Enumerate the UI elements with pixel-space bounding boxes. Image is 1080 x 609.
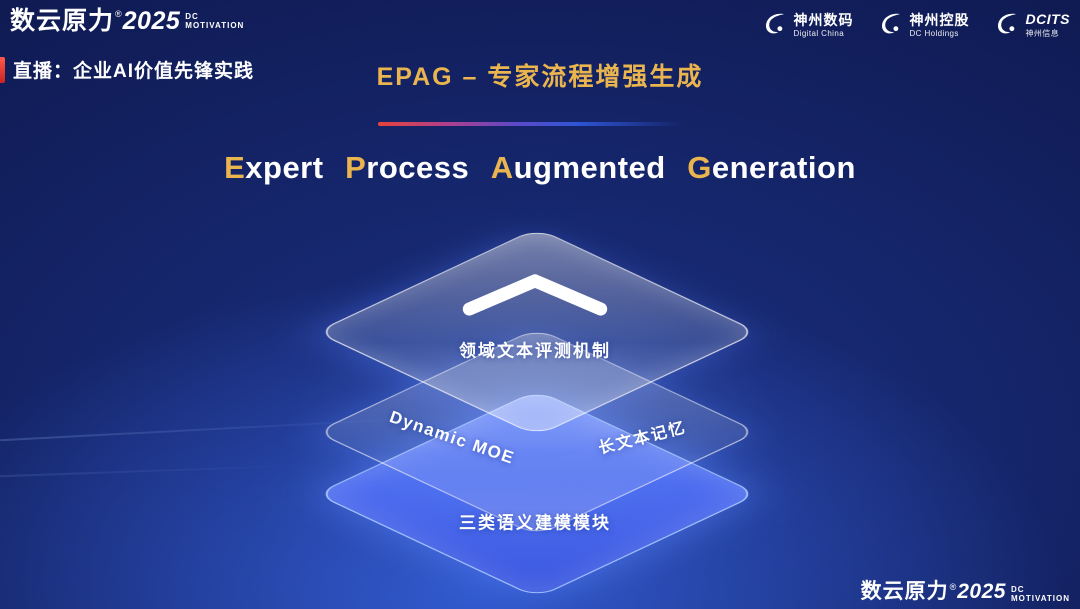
bottom-layer-label: 三类语义建模模块 <box>459 513 611 533</box>
english-subtitle: Expert Process Augmented Generation <box>0 150 1080 186</box>
brand-name: 数云原力 <box>860 579 949 603</box>
brand-tagline: DC MOTIVATION <box>185 12 244 30</box>
logo-subtitle: DC Holdings <box>909 28 959 38</box>
brand-logo-bottom-right: 数云原力 ® 2025 DC MOTIVATION <box>860 579 1070 603</box>
logo-name: 神州数码 <box>793 12 854 29</box>
logo-text: DCITS 神州信息 <box>1025 11 1071 38</box>
swoosh-icon <box>994 10 1020 41</box>
registered-mark: ® <box>115 9 122 19</box>
partner-logos: 神州数码 Digital China 神州控股 DC Holdings DCIT… <box>762 10 1071 41</box>
brand-name: 数云原力 <box>10 7 115 35</box>
word-rest: xpert <box>245 150 324 185</box>
brand-year: 2025 <box>122 7 181 35</box>
logo-name: 神州控股 <box>909 12 970 29</box>
word-initial: A <box>490 150 514 185</box>
light-streak <box>0 464 300 478</box>
logo-subtitle: 神州信息 <box>1025 28 1060 38</box>
word-rest: rocess <box>366 150 470 185</box>
gradient-divider <box>378 122 683 126</box>
page-title: EPAG – 专家流程增强生成 <box>376 63 704 91</box>
subtitle-word: Generation <box>687 150 856 185</box>
logo-text: 神州数码 Digital China <box>793 12 854 38</box>
logo-subtitle: Digital China <box>793 28 845 38</box>
live-banner: 直播：企业AI价值先锋实践 <box>0 56 254 83</box>
logo-text: 神州控股 DC Holdings <box>909 12 970 38</box>
word-initial: E <box>224 150 246 185</box>
logo-dc-holdings: 神州控股 DC Holdings <box>878 10 970 41</box>
swoosh-icon <box>878 10 904 41</box>
word-rest: ugmented <box>513 150 666 185</box>
logo-dcits: DCITS 神州信息 <box>994 10 1071 41</box>
brand-tag-line2: MOTIVATION <box>1010 593 1070 603</box>
brand-logo-top-left: 数云原力 ® 2025 DC MOTIVATION <box>10 7 244 35</box>
word-initial: G <box>687 150 712 185</box>
brand-year: 2025 <box>957 579 1006 603</box>
brand-tag-line1: DC <box>1010 584 1025 594</box>
brand-tag-line1: DC <box>185 12 199 21</box>
word-initial: P <box>345 150 367 185</box>
subtitle-word: Augmented <box>491 150 666 185</box>
chevron-up-icon <box>460 270 610 318</box>
brand-tag-line2: MOTIVATION <box>185 21 245 31</box>
top-layer-label: 领域文本评测机制 <box>459 341 611 361</box>
subtitle-word: Process <box>345 150 469 185</box>
word-rest: eneration <box>711 150 856 185</box>
registered-mark: ® <box>949 581 957 592</box>
swoosh-icon <box>762 10 788 41</box>
logo-digital-china: 神州数码 Digital China <box>762 10 854 41</box>
live-label: 直播：企业AI价值先锋实践 <box>13 61 255 82</box>
red-accent-bar <box>0 56 5 83</box>
subtitle-word: Expert <box>224 150 324 185</box>
brand-tagline: DC MOTIVATION <box>1011 585 1070 603</box>
logo-name: DCITS <box>1025 11 1070 28</box>
